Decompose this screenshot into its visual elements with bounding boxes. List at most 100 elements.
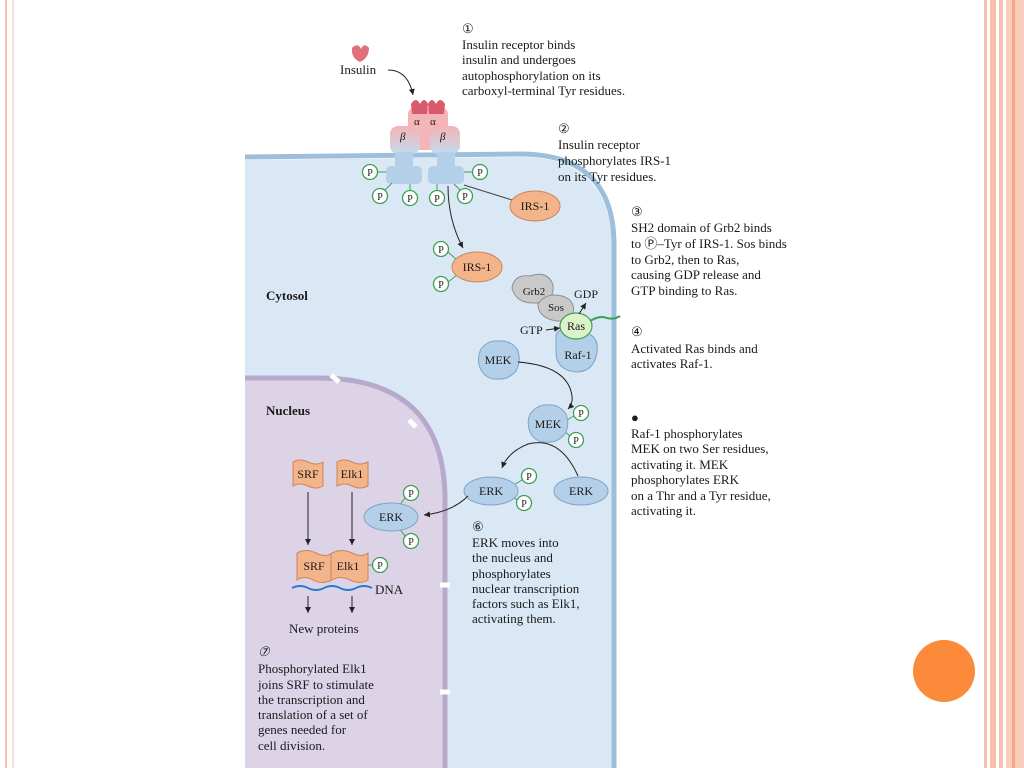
step-7-text: ⑦ Phosphorylated Elk1 joins SRF to stimu…: [257, 644, 374, 753]
step-1-line: carboxyl-terminal Tyr residues.: [462, 83, 625, 98]
step-3-line: to Grb2, then to Ras,: [631, 252, 739, 267]
step-2-line: Insulin receptor: [558, 137, 641, 152]
mek-inactive-label: MEK: [485, 353, 512, 367]
insulin-receptor: [386, 100, 464, 184]
step-1-line: Insulin receptor binds: [462, 37, 575, 52]
insulin-molecule: [351, 45, 369, 62]
step-6-marker: ⑥: [472, 519, 484, 534]
erk-nuclear-label: ERK: [379, 510, 403, 524]
phosphate-label: P: [438, 245, 444, 256]
phosphate-label: P: [521, 499, 527, 510]
grb2-protein: [511, 273, 554, 304]
step-5-marker: ●: [631, 410, 639, 425]
slide-accent-circle: [913, 640, 975, 702]
step-1-marker: ①: [462, 21, 474, 36]
step-6-line: phosphorylates: [472, 566, 551, 581]
phosphate-label: P: [367, 168, 373, 179]
step-6-line: factors such as Elk1,: [472, 596, 580, 611]
phosphate-label: P: [377, 192, 383, 203]
step-5-line: phosphorylates ERK: [631, 472, 740, 487]
irs1-membrane: [509, 190, 561, 222]
ras-label: Ras: [567, 319, 585, 333]
irs1-cytosolic-label: IRS-1: [463, 260, 492, 274]
erk-inactive-label: ERK: [569, 484, 593, 498]
nuclear-pores: [329, 373, 450, 695]
erk-inactive: [553, 476, 609, 506]
srf-elk1-complex: [296, 550, 369, 583]
ras-membrane-anchor: [589, 315, 621, 322]
step-6-line: ERK moves into: [472, 535, 559, 550]
step-5-line: Raf-1 phosphorylates: [631, 426, 743, 441]
step-4-line: Activated Ras binds and: [631, 341, 758, 356]
step-5-line: MEK on two Ser residues,: [631, 441, 769, 456]
new-proteins-label: New proteins: [289, 621, 359, 636]
beta-right-label: β: [439, 131, 446, 143]
ras-protein: [559, 312, 593, 340]
cytosol-label: Cytosol: [266, 288, 308, 303]
receptor-phosphates: [361, 163, 590, 574]
step-3-line: GTP binding to Ras.: [631, 283, 737, 298]
phosphate-label: P: [578, 409, 584, 420]
srf-bound-label: SRF: [303, 559, 325, 573]
mek-active-label: MEK: [535, 417, 562, 431]
irs1-cytosolic: [451, 251, 503, 283]
erk-active-label: ERK: [479, 484, 503, 498]
step-7-line: cell division.: [258, 738, 325, 753]
gtp-label: GTP: [520, 323, 543, 337]
step-7-line: translation of a set of: [258, 707, 368, 722]
step-3-line: causing GDP release and: [631, 267, 761, 282]
alpha-right-label: α: [430, 116, 436, 128]
plasma-membrane: [244, 151, 617, 768]
erk-nuclear: [363, 502, 419, 532]
step-3-line: to Ⓟ–Tyr of IRS-1. Sos binds: [631, 236, 787, 251]
mek-active: [527, 404, 569, 443]
nucleus-label: Nucleus: [266, 403, 310, 418]
step-5-line: activating it. MEK: [631, 457, 729, 472]
phosphate-label: P: [526, 472, 532, 483]
step-6-text: ⑥ ERK moves into the nucleus and phospho…: [472, 519, 580, 626]
step-1-line: autophosphorylation on its: [462, 68, 601, 83]
left-border: [5, 0, 14, 768]
step-3-line: SH2 domain of Grb2 binds: [631, 220, 772, 235]
phosphate-label: P: [408, 537, 414, 548]
elk1-free-label: Elk1: [341, 467, 364, 481]
phosphate-label: P: [462, 192, 468, 203]
phosphate-label: P: [434, 194, 440, 205]
step-2-line: phosphorylates IRS-1: [558, 153, 671, 168]
step-6-line: nuclear transcription: [472, 581, 580, 596]
step-2-line: on its Tyr residues.: [558, 169, 657, 184]
sos-label: Sos: [548, 302, 564, 314]
step-2-text: ② Insulin receptor phosphorylates IRS-1 …: [558, 121, 671, 184]
gdp-label: GDP: [574, 287, 598, 301]
srf-free: [292, 459, 324, 489]
step-3-text: ③ SH2 domain of Grb2 binds to Ⓟ–Tyr of I…: [631, 204, 787, 298]
gdp-release-arrow: [578, 302, 587, 315]
phosphate-label: P: [438, 280, 444, 291]
phosphate-label: P: [573, 436, 579, 447]
step-2-marker: ②: [558, 121, 570, 136]
step-1-text: ① Insulin receptor binds insulin and und…: [462, 21, 625, 98]
phosphate-label: P: [407, 194, 413, 205]
gtp-binding-arrow: [545, 325, 561, 332]
receptor-to-irs1-arrow: [447, 185, 464, 249]
right-stripes: [983, 0, 1024, 768]
step-7-line: the transcription and: [258, 692, 365, 707]
beta-left-label: β: [399, 131, 406, 143]
irs1-membrane-label: IRS-1: [521, 199, 550, 213]
step-7-line: joins SRF to stimulate: [257, 677, 374, 692]
phosphate-label: P: [477, 168, 483, 179]
step-4-line: activates Raf-1.: [631, 356, 713, 371]
mek-activation-arrow: [517, 361, 575, 410]
step-1-line: insulin and undergoes: [462, 52, 576, 67]
phosphate-label: P: [408, 489, 414, 500]
elk1-free: [336, 459, 369, 489]
irs1-tether: [463, 184, 513, 201]
dna-label: DNA: [375, 582, 404, 597]
srf-free-label: SRF: [297, 467, 319, 481]
step-5-text: ● Raf-1 phosphorylates MEK on two Ser re…: [631, 410, 771, 518]
raf1-label: Raf-1: [564, 348, 591, 362]
insulin-label: Insulin: [340, 62, 377, 77]
erk-active: [463, 476, 519, 506]
erk-import-arrow: [423, 495, 469, 518]
